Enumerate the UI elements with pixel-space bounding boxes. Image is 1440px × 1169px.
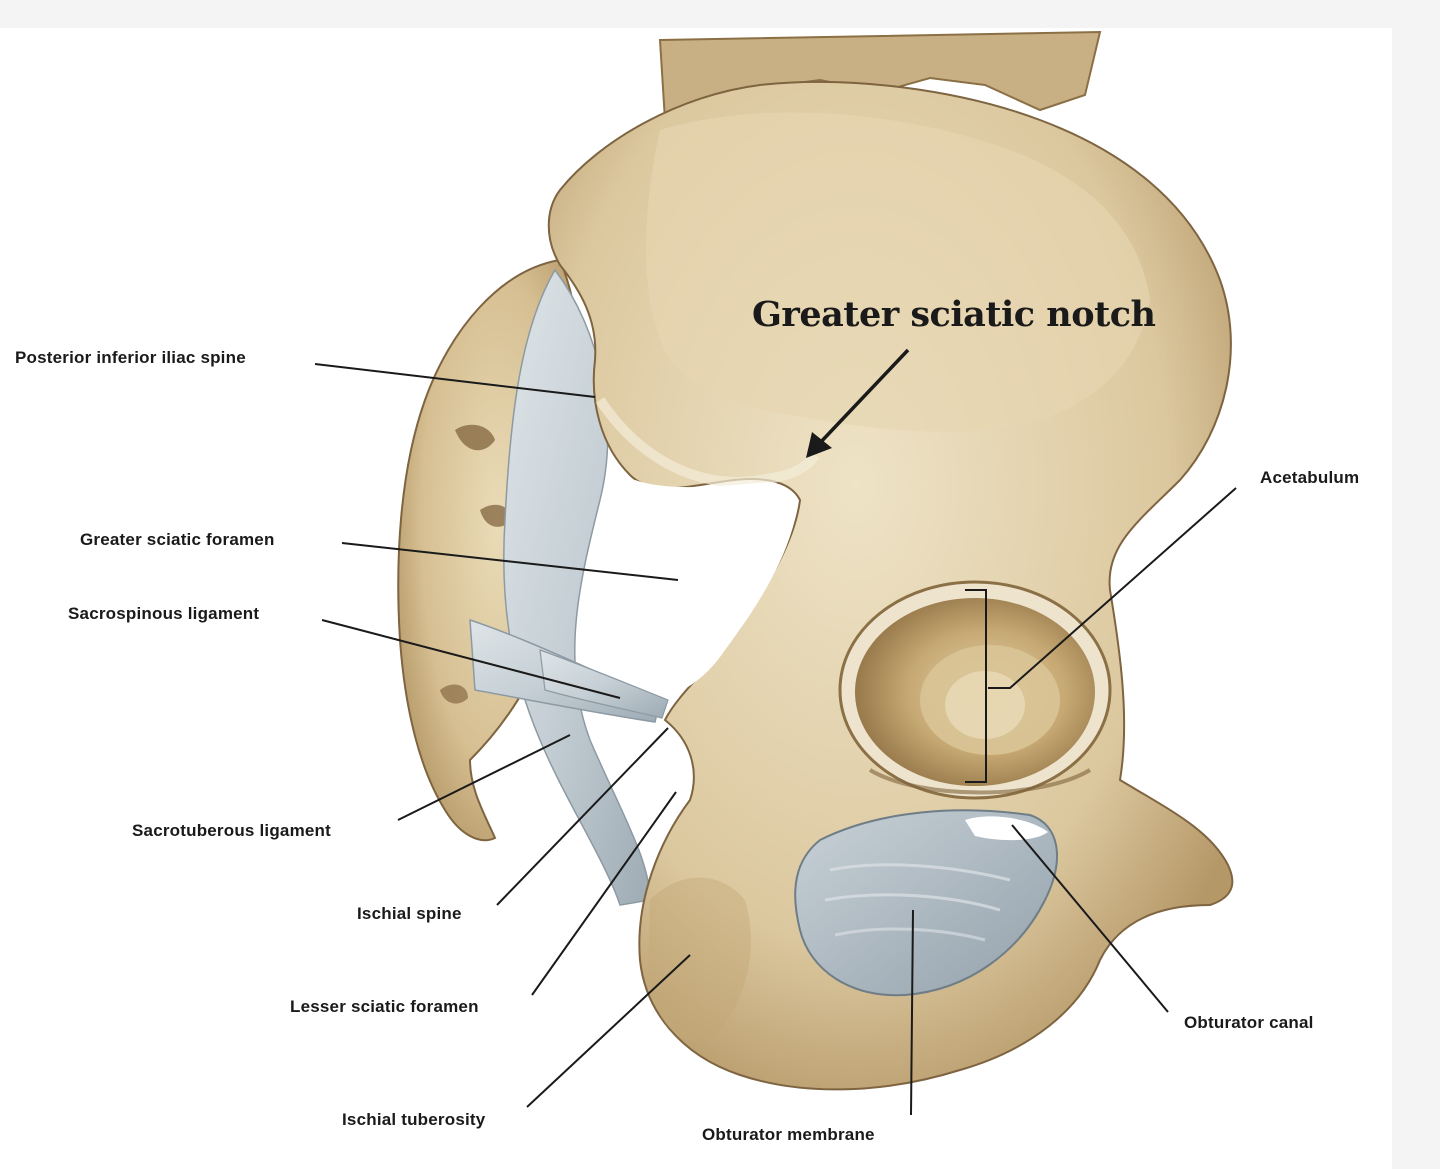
leader-obturator-membrane [910,909,914,1116]
lesser-sciatic-foramen-opening [651,725,691,801]
acetabulum-bracket [965,589,987,783]
sacrospinous-ligament-label: Sacrospinous ligament [68,604,260,623]
ischial-tuberosity-label: Ischial tuberosity [342,1110,486,1129]
sacrotuberous-ligament-label: Sacrotuberous ligament [132,821,331,840]
leader-greater-sciatic-foramen [341,542,679,581]
obturator-canal-label: Obturator canal [1184,1013,1314,1032]
obturator-membrane-area [794,809,1058,997]
obturator-membrane-label: Obturator membrane [702,1125,875,1144]
greater-sciatic-foramen-label: Greater sciatic foramen [80,530,275,549]
leader-posterior-inferior-iliac-spine [314,363,596,398]
posterior-inferior-iliac-spine-label: Posterior inferior iliac spine [15,348,246,367]
leader-ischial-tuberosity [526,954,691,1108]
lesser-sciatic-foramen-label: Lesser sciatic foramen [290,997,479,1016]
acetabulum-label: Acetabulum [1260,468,1360,487]
leader-sacrotuberous-ligament [397,734,571,821]
leader-obturator-canal [1011,824,1169,1013]
leader-acetabulum [988,487,1237,689]
greater-sciatic-notch-label: Greater sciatic notch [752,294,1156,335]
leader-lesser-sciatic-foramen [531,791,677,996]
sacrotuberous-ligament-band [503,268,651,906]
leader-sacrospinous-ligament [321,619,621,699]
ischial-spine-label: Ischial spine [357,904,462,923]
leader-lines [314,363,1237,1116]
greater-sciatic-foramen-opening [589,480,796,700]
greater-sciatic-notch-arrow [806,348,910,458]
leader-ischial-spine [496,727,669,906]
obturator-canal-opening [965,816,1048,841]
